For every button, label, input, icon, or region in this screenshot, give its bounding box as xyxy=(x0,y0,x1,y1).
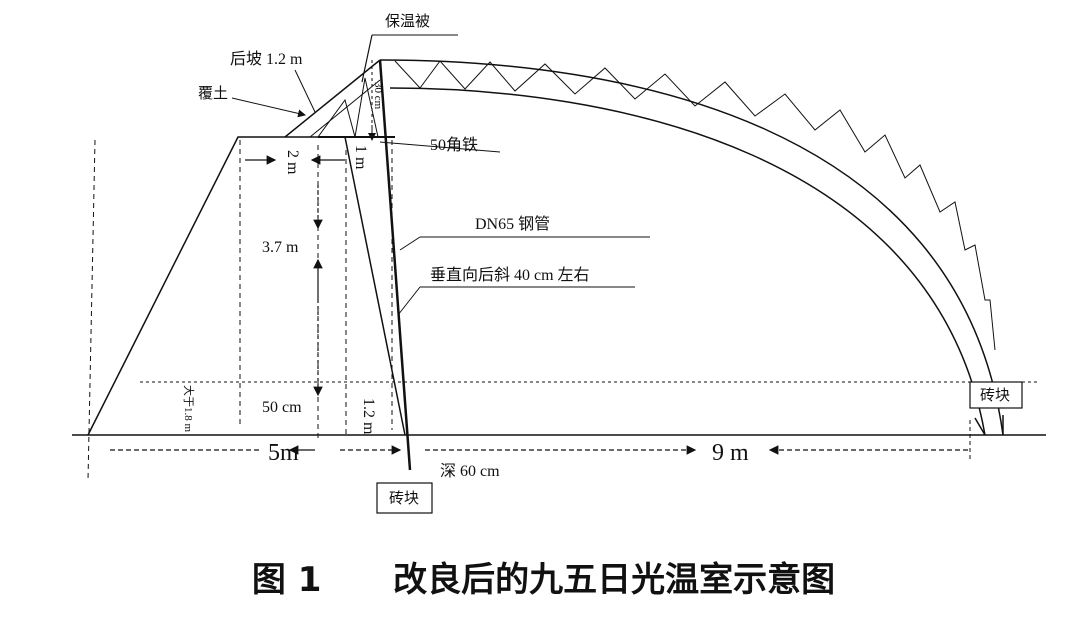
arch-inner xyxy=(389,87,986,436)
brick-box-left xyxy=(376,482,433,514)
guide-left xyxy=(87,139,96,481)
figure-title: 改良后的九五日光温室示意图 xyxy=(393,560,836,600)
label-insulation-quilt: 保温被 xyxy=(385,12,430,30)
figure-caption: 图 1 改良后的九五日光温室示意图 xyxy=(0,552,1087,601)
label-tilt-note: 垂直向后斜 40 cm 左右 xyxy=(430,266,590,284)
label-dim-37m: 3.7 m xyxy=(262,239,299,256)
soil-pointer xyxy=(231,97,306,118)
angle-iron-pointer xyxy=(379,141,501,153)
back-slope-roof xyxy=(284,59,381,138)
label-brick-right: 砖块 xyxy=(980,386,1010,404)
label-depth-60cm: 深 60 cm xyxy=(440,462,500,480)
label-dim-5m: 5m xyxy=(268,440,299,466)
label-dim-50cm: 50 cm xyxy=(262,399,302,416)
label-dim-2m: 2 m xyxy=(284,150,301,175)
label-dim-30cm: 30 cm xyxy=(372,82,384,110)
arch-foot-inner xyxy=(974,417,986,436)
label-dim-9m: 9 m xyxy=(712,440,749,466)
back-slope-roof-inner xyxy=(309,79,381,138)
label-dim-18m: 大于1.8 m xyxy=(182,385,196,432)
back-slope-pointer xyxy=(294,69,316,113)
greenhouse-diagram: 保温被 后坡 1.2 m 覆土 50角铁 DN65 钢管 垂直向后斜 40 cm… xyxy=(72,12,1046,514)
arch-truss-web xyxy=(394,60,996,351)
back-slope-truss xyxy=(317,77,379,138)
steel-column xyxy=(378,59,412,471)
label-back-slope: 后坡 1.2 m xyxy=(230,50,303,68)
back-wall xyxy=(87,136,345,436)
label-steel-pipe: DN65 钢管 xyxy=(475,215,550,233)
arch-outer xyxy=(379,59,1004,436)
label-angle-iron: 50角铁 xyxy=(430,136,478,154)
tilt-pointer xyxy=(397,286,421,316)
quilt-pointer xyxy=(361,34,373,83)
label-dim-1m: 1 m xyxy=(352,145,369,170)
figure-number: 图 1 xyxy=(251,560,322,600)
wall-inner-slope xyxy=(344,136,406,436)
pipe-pointer xyxy=(399,236,421,251)
brick-box-right xyxy=(969,381,1023,409)
label-brick-left: 砖块 xyxy=(389,489,419,507)
label-dim-12m: 1.2 m xyxy=(360,398,377,435)
label-soil-cover: 覆土 xyxy=(198,84,228,102)
